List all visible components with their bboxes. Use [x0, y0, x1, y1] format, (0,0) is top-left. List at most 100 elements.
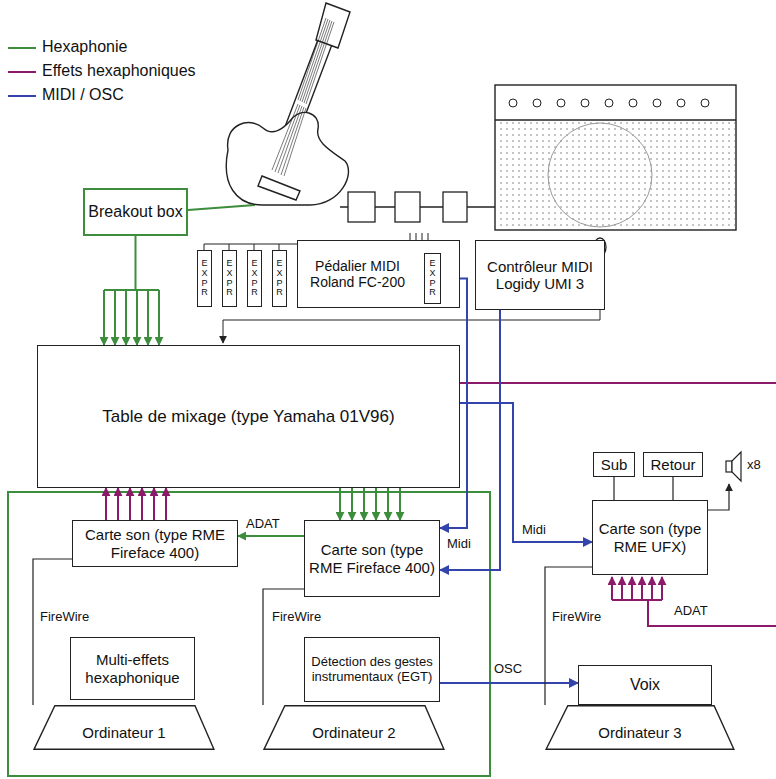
computer: Ordinateur 3 Voix: [545, 665, 735, 750]
expression-pedal: EXPR: [222, 250, 237, 307]
connector-line: [103, 290, 105, 345]
expression-pedal: EXPR: [272, 250, 287, 307]
amplifier: [495, 85, 736, 230]
connector-line: [129, 488, 131, 520]
connector-line: [33, 559, 72, 705]
node-label: Détection des gestes instrumentaux (EGT): [305, 655, 439, 685]
connector-line: [363, 488, 365, 520]
sound-card: Carte son (type RME Fireface 400): [304, 520, 440, 597]
connector-line: [351, 488, 353, 520]
group-outline: [8, 492, 490, 776]
connector-line: [375, 488, 377, 520]
computer: Ordinateur 1 Multi-effets hexaphonique: [33, 637, 215, 750]
connector-line: [104, 289, 159, 291]
breakout-box: Breakout box: [83, 188, 188, 236]
amplifier: [509, 99, 709, 107]
connector-line: [440, 682, 578, 684]
node-label: Table de mixage (type Yamaha 01V96): [102, 407, 394, 427]
adat-arrows: [621, 577, 623, 600]
connector: [673, 477, 674, 500]
connector-line: [136, 290, 138, 345]
sound-card: Carte son (type RME UFX): [592, 500, 708, 575]
node-label: Carte son (type RME Fireface 400): [73, 526, 237, 561]
pedal-boxes: [395, 192, 420, 222]
effects-line: [460, 382, 776, 384]
connector: [104, 236, 159, 345]
midi-controller: Contrôleur MIDI Logidy UMI 3: [475, 240, 605, 310]
connector-label: FireWire: [38, 610, 91, 624]
speaker-count: x8: [745, 458, 763, 472]
laptop-base: [264, 706, 444, 749]
legend-swatch: [8, 95, 36, 97]
amplifier: [495, 119, 736, 120]
connector-line: [135, 236, 137, 290]
connector-line: [105, 488, 107, 520]
legend-text: Effets hexaphoniques: [42, 62, 196, 80]
amplifier: [605, 99, 613, 107]
expression-pedal: EXPR: [197, 250, 212, 307]
guitar: [272, 104, 306, 176]
node-label: EXPR: [275, 259, 284, 299]
connector-line: [125, 290, 127, 345]
node-label: Retour: [650, 456, 695, 473]
amplifier: [548, 123, 652, 227]
node-label: EXPR: [225, 259, 234, 299]
connector-line: [613, 477, 614, 500]
connector-label: OSC: [492, 662, 524, 676]
amplifier: [677, 99, 685, 107]
amplifier: [629, 99, 637, 107]
legend-swatch: [8, 71, 36, 73]
sound-card: Carte son (type RME Fireface 400): [72, 520, 238, 567]
node-label: EXPR: [250, 259, 259, 299]
connector: [238, 536, 304, 537]
connector: [106, 488, 166, 520]
adat-arrows: [661, 577, 663, 600]
expression-pedal: EXPR: [247, 250, 262, 307]
node-label: Ordinateur 1: [82, 724, 165, 741]
legend-text: Hexaphonie: [42, 38, 127, 56]
software-box: Multi-effets hexaphonique: [70, 637, 195, 700]
connector-line: [153, 488, 155, 520]
pedal-boxes: [348, 192, 467, 222]
software-box: Voix: [578, 665, 712, 705]
output-box: Sub: [593, 452, 635, 477]
node-label: Multi-effets hexaphonique: [71, 651, 194, 686]
connector-line: [114, 290, 116, 345]
midi-pedalboard: Pédalier MIDI Roland FC-200 EXPR: [297, 240, 460, 308]
connector-line: [147, 290, 149, 345]
speaker-symbol: [726, 461, 732, 472]
connector-label: Midi: [445, 537, 473, 551]
adat-line: [612, 600, 776, 626]
node-label: Carte son (type RME Fireface 400): [305, 541, 439, 576]
connector-line: [263, 589, 304, 705]
node-label: Ordinateur 3: [598, 724, 681, 741]
bus-label: ADAT: [672, 604, 710, 618]
speaker-symbol: [732, 452, 741, 481]
computer: Ordinateur 2Détection des gestes instrum…: [263, 637, 445, 750]
guitar: [306, 22, 334, 104]
expression-pedal: EXPR: [424, 253, 441, 304]
amplifier: [557, 99, 565, 107]
adat-arrows: [641, 577, 643, 600]
guitar: [300, 19, 328, 101]
connector: [614, 477, 615, 500]
node-label: Pédalier MIDI Roland FC-200: [298, 258, 417, 290]
amplifier: [496, 120, 735, 229]
connector-line: [387, 488, 389, 520]
hexaphonic-cable: [188, 205, 255, 210]
output-box: Retour: [643, 452, 703, 477]
speaker-cable: [708, 484, 729, 510]
guitar: [226, 3, 350, 205]
expr-cables: [410, 233, 428, 240]
adat-arrows: [631, 577, 633, 600]
connector-label: FireWire: [270, 610, 323, 624]
amplifier: [495, 85, 736, 230]
connector-line: [339, 488, 341, 520]
speaker-symbol: [726, 452, 741, 481]
connector-label: Midi: [520, 523, 548, 537]
node-label: Carte son (type RME UFX): [593, 520, 707, 555]
connector-line: [672, 477, 673, 500]
connector-line: [399, 488, 401, 520]
amplifier: [701, 99, 709, 107]
